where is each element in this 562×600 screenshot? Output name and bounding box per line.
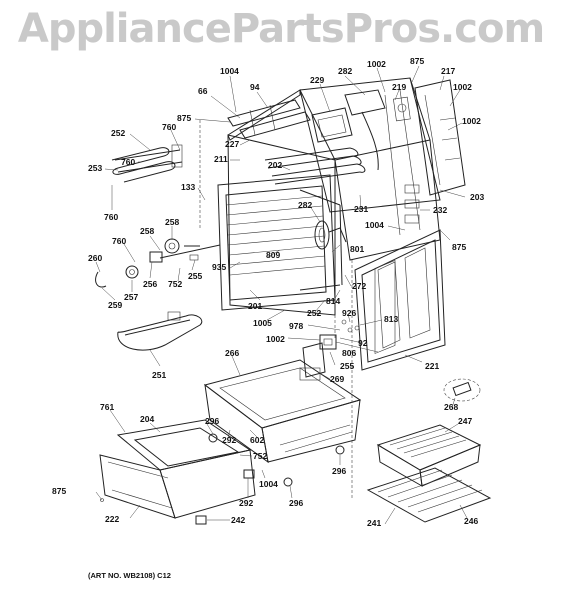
bracket-269 xyxy=(302,342,326,378)
callout-282: 282 xyxy=(298,200,312,210)
bake-element-lower xyxy=(117,311,203,351)
callout-875: 875 xyxy=(410,56,424,66)
callout-268: 268 xyxy=(444,402,458,412)
side-panel xyxy=(414,79,466,196)
callout-978: 978 xyxy=(289,321,303,331)
callout-296: 296 xyxy=(289,498,303,508)
callout-133: 133 xyxy=(181,182,195,192)
terminal-block xyxy=(319,319,360,350)
callout-875: 875 xyxy=(452,242,466,252)
callout-201: 201 xyxy=(248,301,262,311)
callout-221: 221 xyxy=(425,361,439,371)
callout-255: 255 xyxy=(188,271,202,281)
callout-252: 252 xyxy=(111,128,125,138)
callout-296: 296 xyxy=(205,416,219,426)
callout-92: 92 xyxy=(358,338,368,348)
callout-241: 241 xyxy=(367,518,381,528)
callout-204: 204 xyxy=(140,414,154,424)
callout-247: 247 xyxy=(458,416,472,426)
top-duct xyxy=(311,89,386,171)
callout-94: 94 xyxy=(250,82,260,92)
oven-sensor xyxy=(314,220,347,250)
callout-1002: 1002 xyxy=(367,59,386,69)
callout-257: 257 xyxy=(124,292,138,302)
callout-801: 801 xyxy=(350,244,364,254)
callout-1002: 1002 xyxy=(453,82,472,92)
callout-282: 282 xyxy=(338,66,352,76)
art-number: (ART NO. WB2108) C12 xyxy=(88,571,171,580)
callout-926: 926 xyxy=(342,308,356,318)
oven-rack xyxy=(366,467,492,523)
callout-935: 935 xyxy=(212,262,226,272)
callout-813: 813 xyxy=(384,314,398,324)
oven-liner xyxy=(217,174,343,311)
leader-lines xyxy=(95,65,468,525)
callout-1002: 1002 xyxy=(462,116,481,126)
callout-251: 251 xyxy=(152,370,166,380)
callout-229: 229 xyxy=(310,75,324,85)
screws xyxy=(100,433,345,525)
callout-752: 752 xyxy=(253,451,267,461)
callout-211: 211 xyxy=(214,154,228,164)
callout-269: 269 xyxy=(330,374,344,384)
callout-875: 875 xyxy=(177,113,191,123)
callout-labels: 1004 94 66 875 229 282 1002 875 217 219 … xyxy=(52,56,484,528)
callout-292: 292 xyxy=(222,435,236,445)
callout-258: 258 xyxy=(165,217,179,227)
callout-760: 760 xyxy=(121,157,135,167)
callout-806: 806 xyxy=(342,348,356,358)
callout-1004: 1004 xyxy=(259,479,278,489)
callout-260: 260 xyxy=(88,253,102,263)
callout-760: 760 xyxy=(104,212,118,222)
callout-242: 242 xyxy=(231,515,245,525)
bake-element-upper xyxy=(111,144,183,183)
callout-1005: 1005 xyxy=(253,318,272,328)
callout-1004: 1004 xyxy=(365,220,384,230)
callout-259: 259 xyxy=(108,300,122,310)
callout-1002: 1002 xyxy=(266,334,285,344)
callout-761: 761 xyxy=(100,402,114,412)
callout-219: 219 xyxy=(392,82,406,92)
callout-231: 231 xyxy=(354,204,368,214)
callout-255: 255 xyxy=(340,361,354,371)
callout-253: 253 xyxy=(88,163,102,173)
top-rails xyxy=(227,99,311,139)
callout-292: 292 xyxy=(239,498,253,508)
callout-296: 296 xyxy=(332,466,346,476)
watermark: AppliancePartsPros.com xyxy=(17,6,545,52)
callout-602: 602 xyxy=(250,435,264,445)
callout-203: 203 xyxy=(470,192,484,202)
drawer-chassis xyxy=(203,359,362,464)
callout-752: 752 xyxy=(168,279,182,289)
callout-202: 202 xyxy=(268,160,282,170)
broil-element xyxy=(264,147,366,185)
callout-760: 760 xyxy=(112,236,126,246)
element-terminals xyxy=(95,238,221,288)
callout-258: 258 xyxy=(140,226,154,236)
callout-809: 809 xyxy=(266,250,280,260)
callout-814: 814 xyxy=(326,296,340,306)
storage-drawer xyxy=(99,419,256,519)
callout-252: 252 xyxy=(307,308,321,318)
callout-266: 266 xyxy=(225,348,239,358)
callout-66: 66 xyxy=(198,86,208,96)
oven-door xyxy=(354,229,446,371)
callout-1004: 1004 xyxy=(220,66,239,76)
construction-lines xyxy=(199,120,353,500)
callout-272: 272 xyxy=(352,281,366,291)
clip-268 xyxy=(443,378,481,402)
callout-222: 222 xyxy=(105,514,119,524)
callout-227: 227 xyxy=(225,139,239,149)
broil-pan xyxy=(376,424,482,487)
callout-217: 217 xyxy=(441,66,455,76)
callout-875: 875 xyxy=(52,486,66,496)
callout-232: 232 xyxy=(433,205,447,215)
callout-246: 246 xyxy=(464,516,478,526)
callout-256: 256 xyxy=(143,279,157,289)
callout-760: 760 xyxy=(162,122,176,132)
